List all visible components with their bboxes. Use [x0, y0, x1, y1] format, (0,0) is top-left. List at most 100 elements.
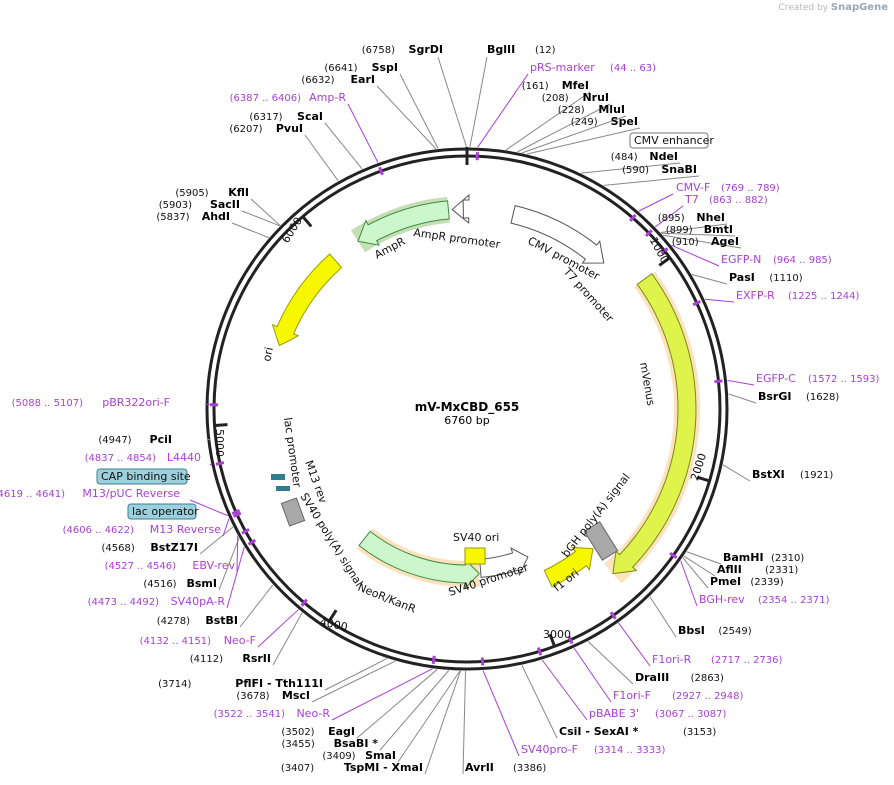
site-bbsi-position: (2549) [718, 626, 751, 637]
sv40-ori-block [464, 547, 486, 565]
primer-neo-r-name: Neo-R [296, 707, 330, 720]
site-bglii-name: BglII [487, 43, 515, 56]
tick-label-6000: 6000 [279, 215, 305, 246]
primer-egfp-c: EGFP-C (1572 .. 1593) [756, 372, 880, 385]
site-tspmi-xmai-leader [424, 670, 461, 775]
site-bglii-position: (12) [535, 45, 556, 56]
primer-egfp-c-name: EGFP-C [756, 372, 796, 385]
primer-neo-f-position: (4132 .. 4151) [140, 636, 212, 647]
site-kfli: KflI(5905) [175, 186, 249, 199]
primer-m13-puc-reverse-name: M13/pUC Reverse [82, 487, 180, 500]
site-bsabi: BsaBI *(3455) [282, 737, 379, 750]
primer-m13-reverse: M13 Reverse(4606 .. 4622) [63, 523, 222, 536]
primer-pbr322ori-f-leader [204, 403, 212, 406]
primer-pbabe-3: pBABE 3'(3067 .. 3087) [589, 707, 727, 720]
site-pflfi-tth111i-position: (3714) [158, 679, 191, 690]
site-ahdi: AhdI(5837) [156, 210, 230, 223]
site-csii-sexai-leader [521, 664, 558, 739]
site-pflfi-tth111i-name: PflFI - Tth111I [235, 677, 323, 690]
site-ndei-name: NdeI [649, 150, 678, 163]
primer-neo-r-mark [431, 655, 436, 664]
primer-t7-position: (863 .. 882) [709, 195, 768, 206]
site-aflii: AflII(2331) [717, 563, 798, 576]
primer-f1ori-r-mark [609, 611, 617, 620]
site-snabi: SnaBI(590) [622, 163, 697, 176]
site-mlui-leader [521, 115, 627, 154]
site-bmti-name: BmtI [704, 223, 733, 236]
site-bstxi-leader [722, 464, 751, 482]
site-bsmi-name: BsmI [187, 577, 218, 590]
site-bglii: BglII (12) [487, 43, 556, 56]
site-avrii-name: AvrII [465, 761, 494, 774]
primer-prs-marker-position: (44 .. 63) [610, 63, 656, 74]
primer-pbabe-3-position: (3067 .. 3087) [655, 709, 727, 720]
site-bbsi: BbsI(2549) [678, 624, 752, 637]
primer-m13-puc-reverse-mark [231, 508, 241, 515]
site-sacii-leader [241, 210, 280, 227]
site-bstbi: BstBI(4278) [157, 614, 238, 627]
site-agei-position: (910) [672, 237, 699, 248]
primer-ebv-rev-leader [236, 535, 239, 573]
primer-ebv-rev-name: EBV-rev [192, 559, 235, 572]
site-bbsi-leader [649, 596, 677, 638]
site-sspi-position: (6641) [324, 63, 357, 74]
primer-t7-name: T7 [684, 193, 699, 206]
primer-m13-reverse-mark [232, 511, 242, 518]
site-eagi: EagI(3502) [281, 725, 355, 738]
site-pvui-position: (6207) [229, 124, 262, 135]
primer-pbr322ori-f-name: pBR322ori-F [102, 396, 170, 409]
primer-sv40pa-r-leader [226, 546, 245, 609]
site-nhei: NheI(895) [658, 211, 725, 224]
site-csii-sexai: CsiI - SexAI *(3153) [559, 725, 716, 738]
site-mlui-position: (228) [558, 105, 585, 116]
site-msci-name: MscI [282, 689, 310, 702]
site-bsabi-name: BsaBI * [334, 737, 379, 750]
primer-f1ori-r-name: F1ori-R [652, 653, 692, 666]
tick-label-3000: 3000 [543, 628, 571, 641]
site-rsrii-name: RsrII [242, 652, 271, 665]
site-bstbi-leader [239, 584, 274, 628]
site-sspi-name: SspI [372, 61, 398, 74]
site-mlui: MluI (228) [558, 103, 625, 116]
site-bstxi-position: (1921) [800, 470, 833, 481]
primer-sv40pa-r: SV40pA-R(4473 .. 4492) [88, 595, 226, 608]
primer-m13-reverse-leader [222, 518, 230, 537]
site-nrui-name: NruI [582, 91, 609, 104]
site-pmei-leader [682, 557, 709, 589]
site-msci-position: (3678) [236, 691, 269, 702]
site-bamhi: BamHI(2310) [723, 551, 804, 564]
primer-neo-r: Neo-R(3522 .. 3541) [214, 707, 331, 720]
primer-cmv-f-position: (769 .. 789) [721, 183, 780, 194]
site-avrii-position: (3386) [513, 763, 546, 774]
site-ahdi-name: AhdI [202, 210, 230, 223]
site-kfli-leader [250, 198, 281, 226]
primer-exfp-r: EXFP-R(1225 .. 1244) [736, 289, 860, 302]
primer-neo-f-mark [300, 598, 308, 607]
primer-sv40pa-r-name: SV40pA-R [171, 595, 226, 608]
site-sacii-position: (5903) [159, 200, 192, 211]
primer-l4440: L4440(4837 .. 4854) [85, 451, 201, 464]
sv40-ori-label: SV40 ori [453, 531, 499, 544]
site-sgrdi-position: (6758) [362, 45, 395, 56]
site-ndei-position: (484) [611, 152, 638, 163]
sv40-polya-label: SV40 poly(A) signal [297, 491, 365, 589]
site-tspmi-xmai-position: (3407) [281, 763, 314, 774]
site-pmei-name: PmeI [710, 575, 741, 588]
site-ndei: NdeI (484) [611, 150, 678, 163]
site-bsrgi-name: BsrGI [758, 390, 791, 403]
site-eari-leader [376, 85, 437, 150]
primer-cmv-f-leader [638, 193, 674, 212]
site-mlui-name: MluI [598, 103, 625, 116]
site-bsabi-leader [379, 670, 450, 751]
site-draiii-position: (2863) [691, 673, 724, 684]
lac-operator-box: lac operator [127, 503, 199, 520]
primer-l4440-leader [209, 463, 212, 466]
primer-exfp-r-position: (1225 .. 1244) [788, 291, 860, 302]
site-eagi-leader [356, 668, 438, 739]
site-nrui-position: (208) [542, 93, 569, 104]
site-aflii-position: (2331) [765, 565, 798, 576]
primer-egfp-c-position: (1572 .. 1593) [808, 374, 880, 385]
ampr-arrow [350, 196, 450, 253]
site-pasi-position: (1110) [769, 273, 802, 284]
site-pcii-position: (4947) [98, 435, 131, 446]
